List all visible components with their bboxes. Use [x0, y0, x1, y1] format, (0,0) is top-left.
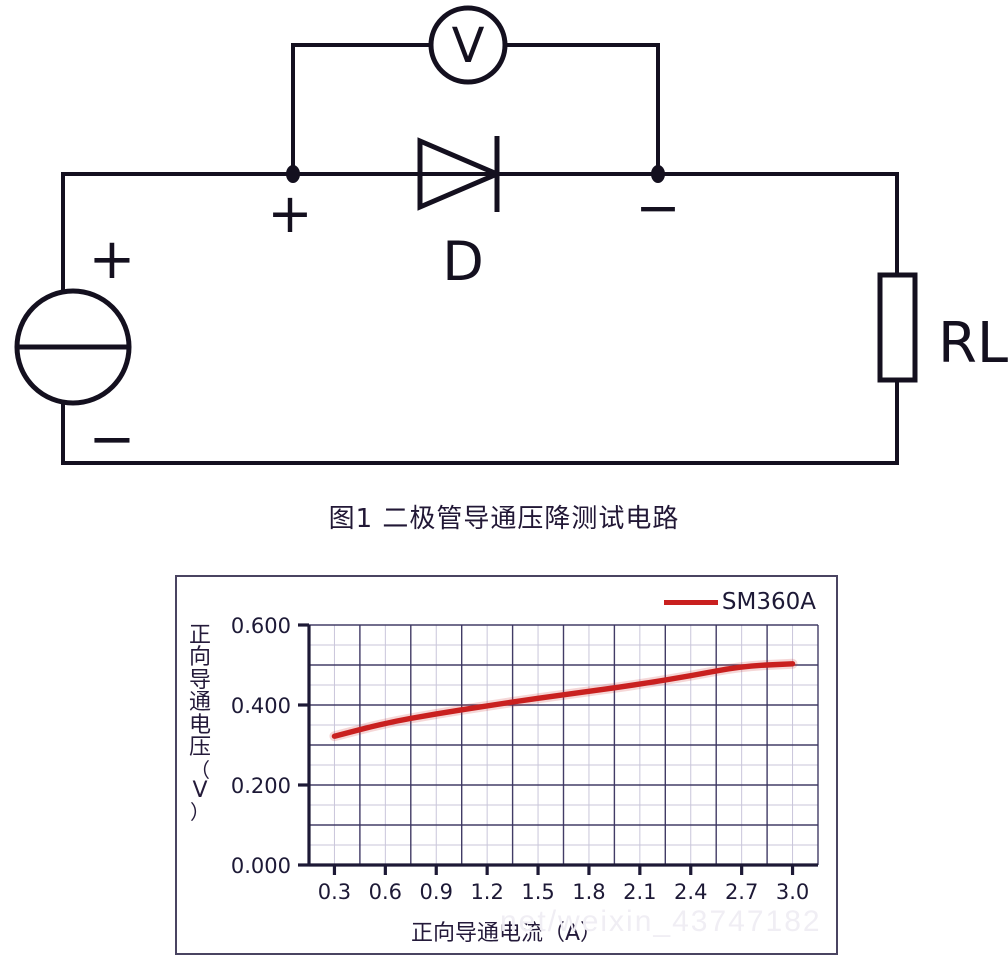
svg-text:0.9: 0.9 — [420, 880, 453, 904]
watermark-text: net/weixin_43747182 — [500, 905, 822, 938]
y-axis-label-char-0: 正 — [188, 623, 211, 648]
svg-text:1.5: 1.5 — [521, 880, 554, 904]
y-axis-label-char-2: 导 — [188, 667, 211, 693]
y-axis-label: 正 向 导 通 电 压 （ V ） — [183, 623, 217, 825]
legend-label-sm360a: SM360A — [721, 589, 816, 615]
x-axis-label: 正向导通电流（A） — [410, 921, 603, 946]
y-axis-label-char-5: 压 — [188, 735, 211, 761]
y-axis-label-char-6: （ — [190, 757, 210, 782]
svg-text:0.200: 0.200 — [231, 774, 291, 798]
junction-dot-right — [651, 165, 665, 183]
y-axis-label-char-4: 电 — [188, 712, 211, 738]
diode-label: D — [442, 230, 484, 293]
resistor-icon — [877, 272, 918, 383]
load-label: RL — [938, 311, 1008, 376]
svg-text:2.1: 2.1 — [623, 880, 656, 904]
chart-plot-area: 0.000 0.200 0.400 0.600 0.3 0.6 0.9 1.2 1.5 1.8 2.… — [231, 614, 819, 904]
voltmeter-icon — [428, 5, 508, 85]
diode-anode-plus: + — [267, 182, 312, 245]
svg-text:0.000: 0.000 — [231, 854, 291, 878]
legend-swatch-sm360a — [663, 599, 718, 605]
svg-text:0.600: 0.600 — [231, 614, 291, 638]
svg-text:2.7: 2.7 — [725, 880, 758, 904]
voltmeter-label: V — [452, 18, 485, 74]
y-axis-label-char-1: 向 — [188, 645, 211, 671]
svg-text:2.4: 2.4 — [674, 880, 707, 904]
y-axis-label-char-3: 通 — [188, 690, 211, 716]
figure-caption: 图1 二极管导通压降测试电路 — [328, 504, 680, 534]
diode-cathode-minus: − — [635, 176, 680, 239]
y-axis-label-char-8: ） — [190, 800, 210, 825]
chart-legend: SM360A — [663, 589, 816, 615]
svg-text:0.3: 0.3 — [318, 880, 351, 904]
source-minus: − — [89, 407, 136, 472]
svg-text:0.6: 0.6 — [369, 880, 402, 904]
source-plus: + — [89, 227, 136, 292]
svg-text:3.0: 3.0 — [776, 880, 809, 904]
chart-panel: SM360A 正 向 导 通 电 压 （ V ） 0.000 0.200 0.400… — [175, 575, 838, 955]
diode-icon — [417, 136, 504, 212]
svg-text:1.2: 1.2 — [470, 880, 503, 904]
junction-dot-left — [286, 165, 300, 183]
svg-text:0.400: 0.400 — [231, 694, 291, 718]
svg-text:1.8: 1.8 — [572, 880, 605, 904]
y-axis-label-char-7: V — [192, 778, 208, 804]
circuit-diagram: V RL + − + − D — [14, 5, 1008, 472]
